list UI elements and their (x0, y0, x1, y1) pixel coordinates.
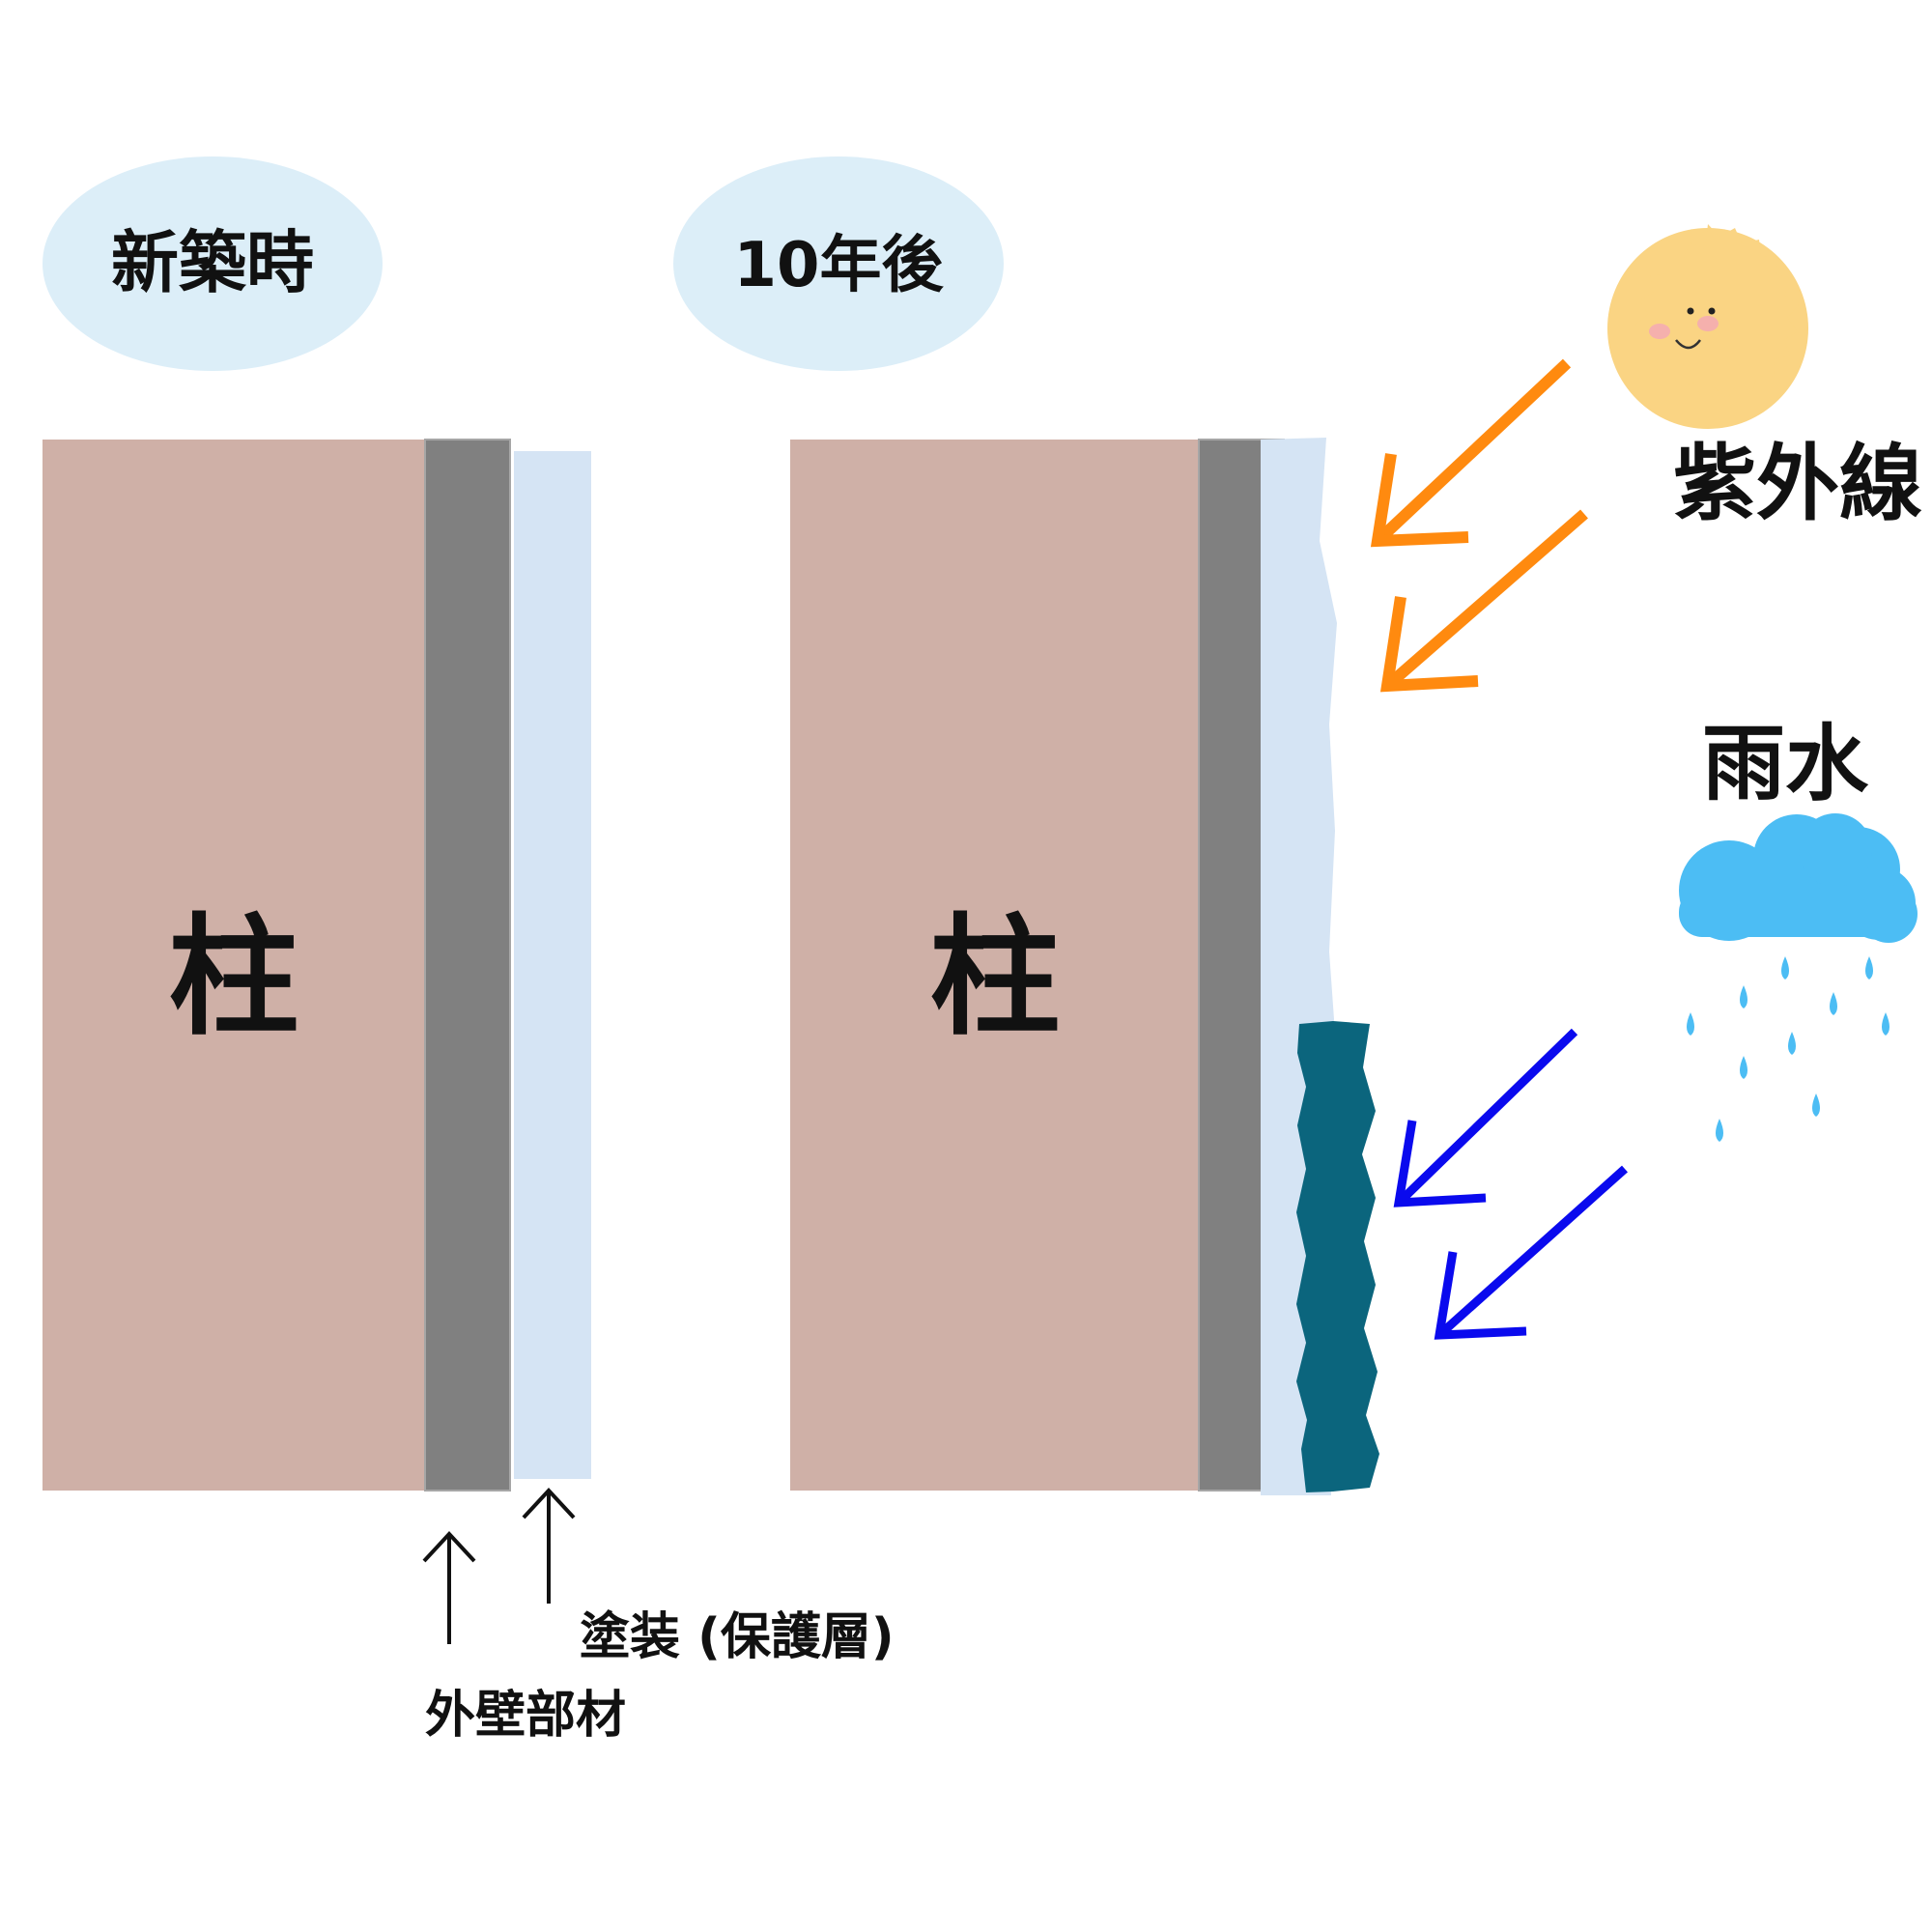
sun-rays (1635, 224, 1799, 399)
rain-cloud-icon (1679, 813, 1918, 943)
raindrops (1687, 956, 1889, 1142)
pillar-right (790, 440, 1199, 1491)
water-damage-zone (1296, 1021, 1379, 1492)
coating-left (514, 451, 591, 1479)
rain-arrow-1 (1393, 1028, 1578, 1208)
rainwater-label: 雨水 (1702, 716, 1869, 812)
coating-pointer (522, 1488, 576, 1604)
uv-arrow-1 (1370, 358, 1572, 548)
pillar-left (43, 440, 425, 1491)
exterior-wall-label: 外壁部材 (425, 1687, 626, 1745)
uv-arrow-2 (1379, 509, 1588, 693)
coating-label: 塗装 (保護層) (580, 1608, 895, 1666)
exterior-wall-left (424, 439, 511, 1492)
title-new-build: 新築時 (111, 223, 314, 302)
ultraviolet-label: 紫外線 (1673, 436, 1922, 532)
new-build-section: 柱 (43, 439, 591, 1492)
rain-arrow-2 (1434, 1165, 1629, 1340)
exterior-wall-pointer (422, 1531, 476, 1644)
ten-years-section: 柱 (790, 438, 1379, 1495)
title-bubble-new-build: 新築時 (43, 156, 383, 371)
pillar-label-left: 柱 (169, 901, 299, 1053)
title-bubble-ten-years: 10年後 (673, 156, 1004, 371)
title-ten-years-later: 10年後 (733, 230, 944, 301)
sun-icon (1607, 224, 1808, 429)
pillar-label-right: 柱 (930, 901, 1061, 1053)
